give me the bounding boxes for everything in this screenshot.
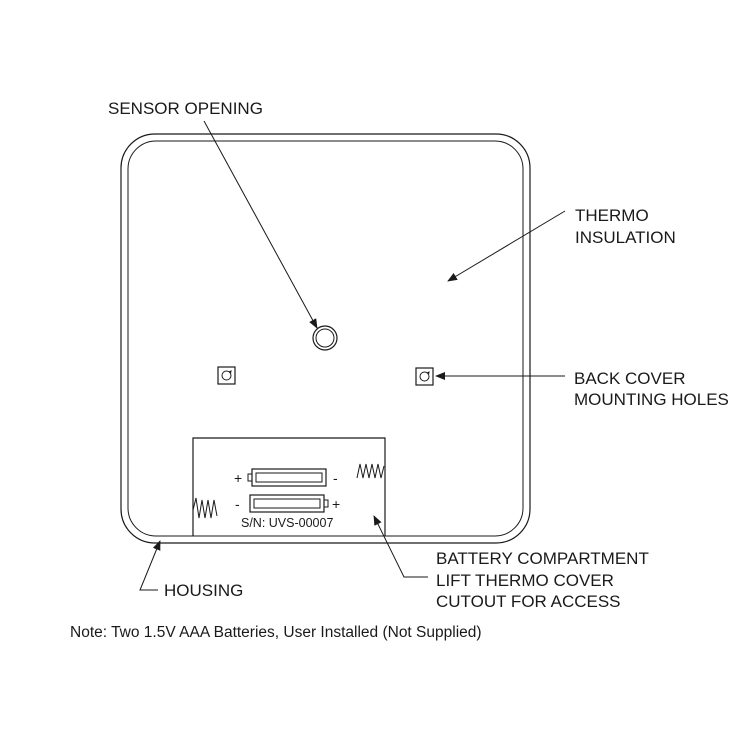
label-mounting-line1: BACK COVER bbox=[574, 369, 685, 388]
label-mounting-line2: MOUNTING HOLES bbox=[574, 390, 729, 409]
leader-lines bbox=[139, 120, 566, 591]
battery-bottom-icon bbox=[249, 494, 329, 513]
battery-top-plus: + bbox=[234, 470, 242, 486]
mounting-hole-left-icon bbox=[217, 366, 236, 385]
note-text: Note: Two 1.5V AAA Batteries, User Insta… bbox=[70, 624, 482, 641]
label-thermo-line1: THERMO bbox=[575, 206, 649, 225]
spring-right-icon bbox=[356, 463, 385, 479]
label-battery-line1: BATTERY COMPARTMENT bbox=[436, 549, 649, 568]
sensor-opening-icon bbox=[312, 325, 338, 351]
battery-top-icon bbox=[247, 468, 327, 487]
label-battery-line2: LIFT THERMO COVER bbox=[436, 571, 614, 590]
mounting-hole-right-icon bbox=[415, 367, 434, 386]
battery-bottom-plus: + bbox=[332, 496, 340, 512]
housing-outline bbox=[120, 133, 531, 544]
serial-number: S/N: UVS-00007 bbox=[241, 516, 333, 530]
spring-left-icon bbox=[192, 497, 218, 519]
battery-top-minus: - bbox=[333, 470, 338, 486]
battery-bottom-minus: - bbox=[235, 496, 240, 512]
label-sensor-opening: SENSOR OPENING bbox=[108, 99, 263, 118]
battery-compartment: + - - + S/N: UVS-00007 bbox=[192, 437, 386, 536]
label-thermo-line2: INSULATION bbox=[575, 228, 676, 247]
label-housing: HOUSING bbox=[164, 581, 243, 600]
label-battery-line3: CUTOUT FOR ACCESS bbox=[436, 592, 621, 611]
